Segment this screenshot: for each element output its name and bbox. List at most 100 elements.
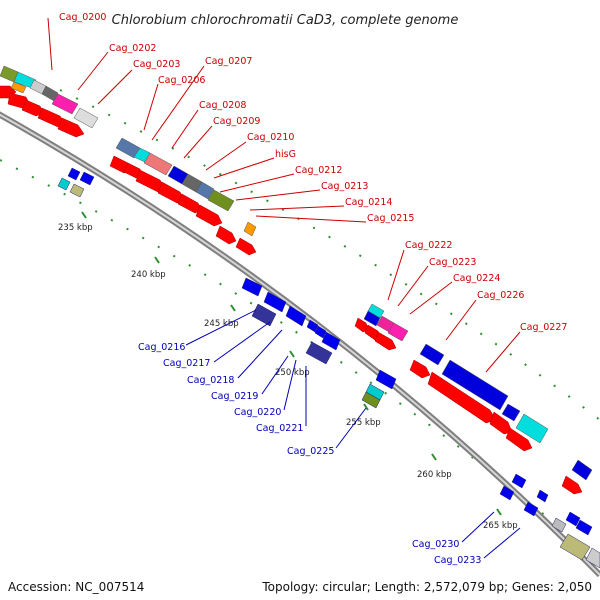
feature-block[interactable] <box>441 359 509 411</box>
leader-line <box>445 299 477 341</box>
tick-label-240: 240 kbp <box>131 270 166 280</box>
gene-label[interactable]: Cag_0213 <box>321 181 368 192</box>
feature-block[interactable] <box>73 107 99 129</box>
gene-arrow[interactable] <box>499 485 515 501</box>
gene-arrow[interactable] <box>523 501 539 517</box>
gene-arrow[interactable] <box>57 177 71 191</box>
gene-label[interactable]: Cag_0214 <box>345 197 392 208</box>
feature-block[interactable] <box>387 322 409 342</box>
feature-block[interactable] <box>571 459 593 481</box>
feature-block[interactable] <box>207 189 235 212</box>
feature-block[interactable] <box>115 137 141 159</box>
gene-arrow[interactable] <box>551 517 567 533</box>
gene-arrow[interactable] <box>57 117 85 138</box>
gene-arrow[interactable] <box>305 341 333 365</box>
gene-arrow[interactable] <box>361 391 381 409</box>
gene-label[interactable]: hisG <box>275 149 296 160</box>
gene-arrow[interactable] <box>306 319 319 333</box>
topology-text: Topology: circular; Length: 2,572,079 bp… <box>262 580 592 594</box>
gene-arrow[interactable] <box>314 325 327 339</box>
feature-block[interactable] <box>419 343 445 366</box>
gene-label[interactable]: Cag_0218 <box>187 375 234 386</box>
forward-feature-track <box>0 65 593 481</box>
leader-line <box>409 281 453 315</box>
feature-block[interactable] <box>363 310 381 327</box>
gene-label[interactable]: Cag_0230 <box>412 539 459 550</box>
feature-block[interactable] <box>195 181 215 200</box>
leader-line <box>387 249 405 301</box>
tick-mark <box>363 403 369 411</box>
gene-arrow[interactable] <box>79 171 95 186</box>
forward-labels: Cag_0200 Cag_0202 Cag_0203 Cag_0206 Cag_… <box>59 12 567 333</box>
gene-arrow[interactable] <box>536 489 549 503</box>
leader-line <box>255 215 367 223</box>
gene-arrow[interactable] <box>565 511 581 527</box>
gene-label[interactable]: Cag_0203 <box>133 59 180 70</box>
gene-arrow[interactable] <box>409 359 431 379</box>
leader-line <box>219 173 295 193</box>
gene-label[interactable]: Cag_0207 <box>205 56 252 67</box>
gene-arrow[interactable] <box>67 167 81 181</box>
gene-label[interactable]: Cag_0233 <box>434 555 481 566</box>
gene-arrow[interactable] <box>215 225 237 245</box>
gene-label[interactable]: Cag_0208 <box>199 100 246 111</box>
gene-label[interactable]: Cag_0216 <box>138 342 185 353</box>
leader-line <box>335 407 367 449</box>
leader-line <box>283 359 297 411</box>
leader-line <box>213 321 271 363</box>
gene-label[interactable]: Cag_0209 <box>213 116 260 127</box>
gene-label[interactable]: Cag_0210 <box>247 132 294 143</box>
leader-line <box>151 65 205 141</box>
leader-line <box>185 309 257 346</box>
gene-arrow[interactable] <box>285 305 307 327</box>
gene-label[interactable]: Cag_0212 <box>295 165 342 176</box>
feature-block[interactable] <box>143 152 173 176</box>
gene-arrow[interactable] <box>263 291 287 313</box>
gene-label[interactable]: Cag_0219 <box>211 391 258 402</box>
leader-line <box>249 205 345 211</box>
gene-arrow[interactable] <box>561 475 583 495</box>
gene-label[interactable]: Cag_0227 <box>520 322 567 333</box>
leader-line <box>183 125 213 159</box>
gene-label[interactable]: Cag_0215 <box>367 213 414 224</box>
gene-label[interactable]: Cag_0221 <box>256 423 303 434</box>
feature-block[interactable] <box>515 413 549 444</box>
feature-block[interactable] <box>51 93 79 115</box>
leader-line <box>485 331 521 373</box>
gene-arrow[interactable] <box>195 204 223 227</box>
leader-line <box>171 109 199 149</box>
gene-arrow[interactable] <box>375 369 397 390</box>
gene-label[interactable]: Cag_0217 <box>163 358 210 369</box>
gene-label[interactable]: Cag_0202 <box>109 43 156 54</box>
gene-label[interactable]: Cag_0222 <box>405 240 452 251</box>
tick-mark <box>496 508 502 516</box>
feature-block[interactable] <box>501 403 521 422</box>
gene-arrow[interactable] <box>235 237 257 256</box>
gene-label[interactable]: Cag_0200 <box>59 12 106 23</box>
gene-label[interactable]: Cag_0224 <box>453 273 500 284</box>
gene-arrow[interactable] <box>511 473 527 489</box>
gene-label[interactable]: Cag_0220 <box>234 407 281 418</box>
leader-line <box>397 265 429 307</box>
gene-arrow[interactable] <box>374 331 397 351</box>
gene-arrow[interactable] <box>575 519 593 536</box>
tick-labels: 235 kbp 240 kbp 245 kbp 250 kbp 255 kbp … <box>58 223 518 531</box>
gene-label[interactable]: Cag_0206 <box>158 75 205 86</box>
feature-block[interactable] <box>243 221 257 237</box>
gene-arrow[interactable] <box>251 303 277 327</box>
leader-line <box>483 527 521 559</box>
gene-label[interactable]: Cag_0225 <box>287 446 334 457</box>
gene-arrow[interactable] <box>241 277 263 297</box>
feature-block[interactable] <box>10 81 27 94</box>
leader-line <box>261 355 289 395</box>
tick-label-250: 250 kbp <box>275 368 310 378</box>
gene-arrow[interactable] <box>559 533 591 561</box>
gene-label[interactable]: Cag_0223 <box>429 257 476 268</box>
gene-arrow[interactable] <box>69 183 85 198</box>
leader-line <box>97 69 133 105</box>
gene-arrow[interactable] <box>321 331 341 351</box>
gene-arrow[interactable] <box>585 547 600 569</box>
gene-label[interactable]: Cag_0226 <box>477 290 524 301</box>
gene-arrow[interactable] <box>505 427 533 452</box>
